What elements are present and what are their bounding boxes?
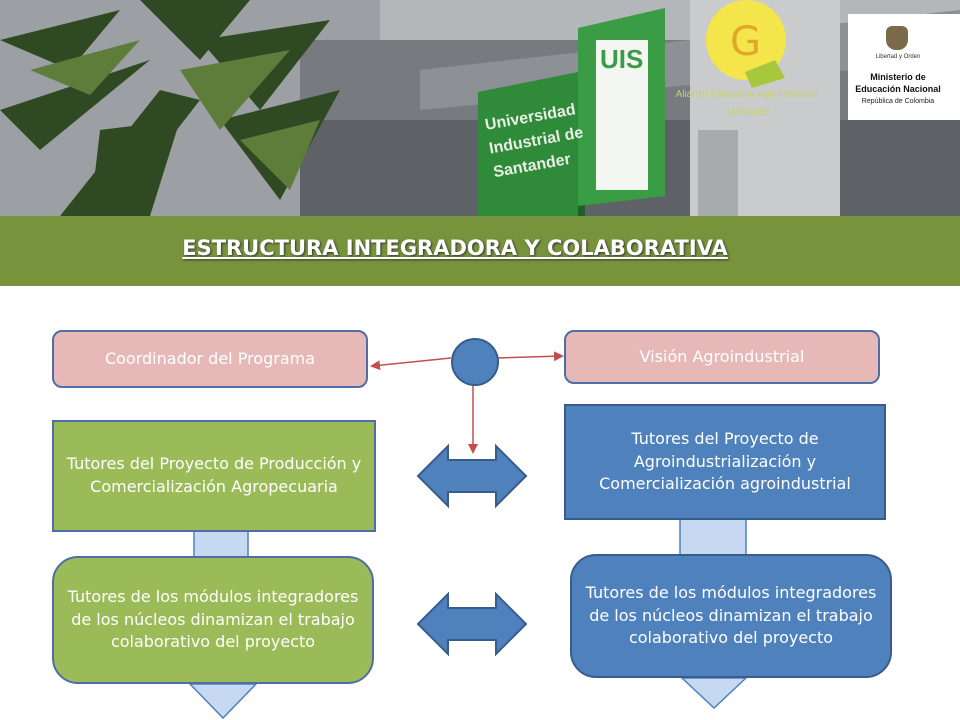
coat-of-arms-icon [886,26,908,50]
arrow-to-coordinator [370,357,452,371]
coordinator-label: Coordinador del Programa [104,348,316,368]
alliance-logo [706,0,786,80]
header-photo: Universidad Industrial de Santander G UI… [0,0,960,216]
vision-label: Visión Agroindustrial [639,346,805,366]
right-down-chevron [680,677,748,710]
production-tutors-label: Tutores del Proyecto de Producción y Com… [66,454,362,496]
ministry-logo: Libertad y Orden Ministerio de Educación… [848,14,960,120]
building-logo-text: UIS [600,44,644,74]
agroindustry-tutors-label: Tutores del Proyecto de Agroindustrializ… [599,428,851,494]
svg-text:G: G [730,19,761,65]
alliance-label-line2: Santander [723,107,771,118]
double-arrow-lower [416,591,528,657]
right-modules-box: Tutores de los módulos integradores de l… [570,554,892,678]
left-modules-label: Tutores de los módulos integradores de l… [67,586,359,652]
right-down-connector [679,517,747,561]
ministry-name-line1: Ministerio de [870,72,926,82]
agroindustry-tutors-box: Tutores del Proyecto de Agroindustrializ… [564,404,886,520]
ministry-name-line2: Educación Nacional [855,84,941,94]
university-sign [478,72,578,216]
ministry-motto: Libertad y Orden [875,54,921,60]
title-band [0,216,960,286]
arrow-to-vision [495,351,564,362]
right-modules-label: Tutores de los módulos integradores de l… [585,582,877,648]
double-arrow-upper [416,443,528,509]
central-node [451,338,499,386]
slide-title: ESTRUCTURA INTEGRADORA Y COLABORATIVA [182,236,728,260]
alliance-label: Alianza Educativa Agroindustrial Santand… [652,86,842,122]
left-down-chevron [188,683,258,720]
ministry-country: República de Colombia [861,98,935,105]
coordinator-box: Coordinador del Programa [52,330,368,388]
alliance-label-line1: Alianza Educativa Agroindustrial [675,89,819,100]
vision-box: Visión Agroindustrial [564,330,880,384]
production-tutors-box: Tutores del Proyecto de Producción y Com… [52,420,376,532]
left-modules-box: Tutores de los módulos integradores de l… [52,556,374,684]
